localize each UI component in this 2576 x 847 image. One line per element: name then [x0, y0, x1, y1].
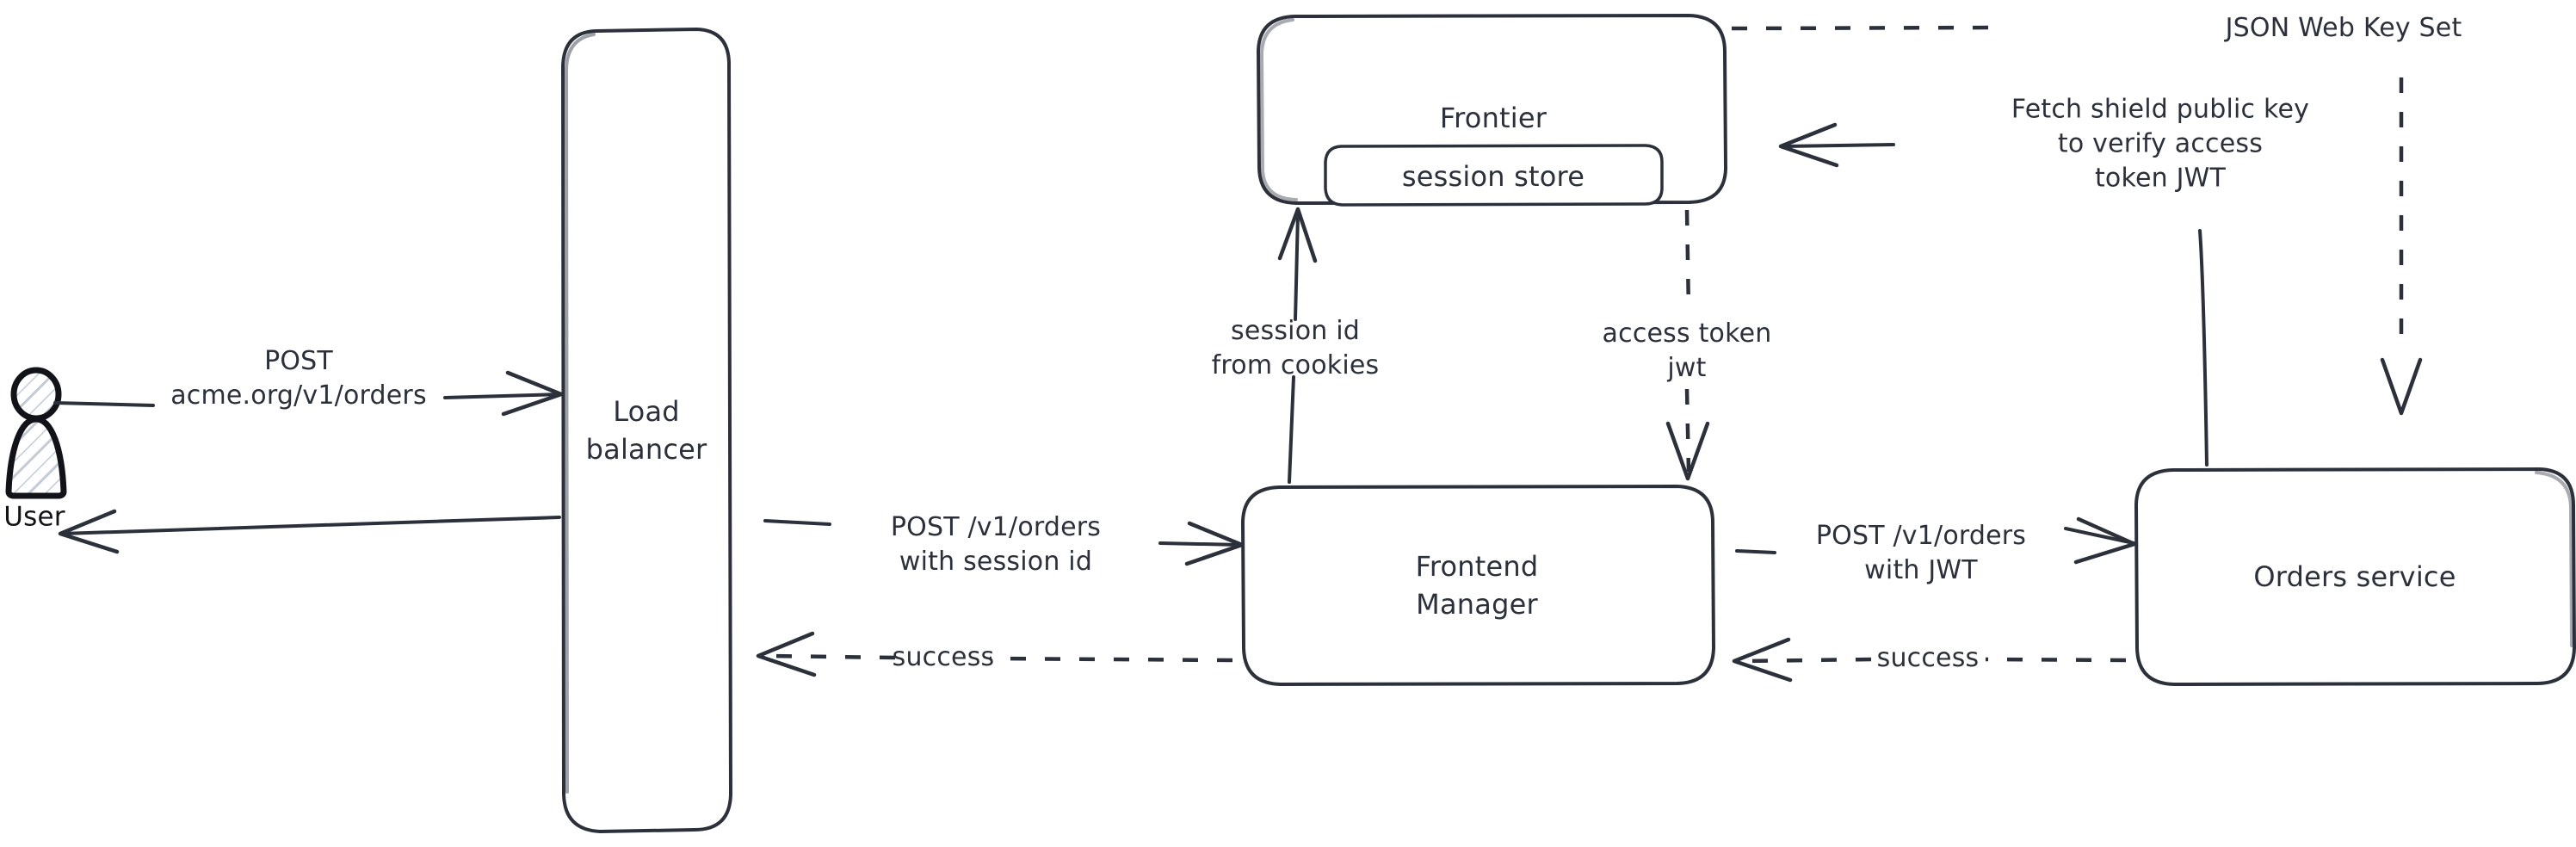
edge-frontend-manager-to-orders-service — [1735, 516, 2137, 565]
node-frontend-manager-shape — [1241, 485, 1715, 686]
edge-load-balancer-to-frontend-manager — [763, 519, 1245, 566]
node-orders-service-shape — [2134, 467, 2576, 686]
edge-orders-service-to-frontend-manager — [1732, 637, 2127, 683]
user-actor-icon — [5, 367, 67, 499]
edge-user-to-load-balancer — [53, 370, 564, 417]
node-session-store-shape — [1324, 144, 1664, 207]
node-frontier-shape — [1257, 14, 1727, 207]
edge-frontend-manager-to-load-balancer — [756, 631, 1233, 677]
edge-frontend-manager-to-frontier — [1277, 207, 1318, 484]
node-load-balancer-shape — [561, 28, 732, 833]
edge-frontier-to-orders-service — [1731, 25, 2423, 416]
edge-orders-service-to-frontier — [1778, 122, 2208, 467]
edge-frontier-to-frontend-manager — [1665, 209, 1710, 481]
edge-load-balancer-to-user — [58, 509, 561, 554]
